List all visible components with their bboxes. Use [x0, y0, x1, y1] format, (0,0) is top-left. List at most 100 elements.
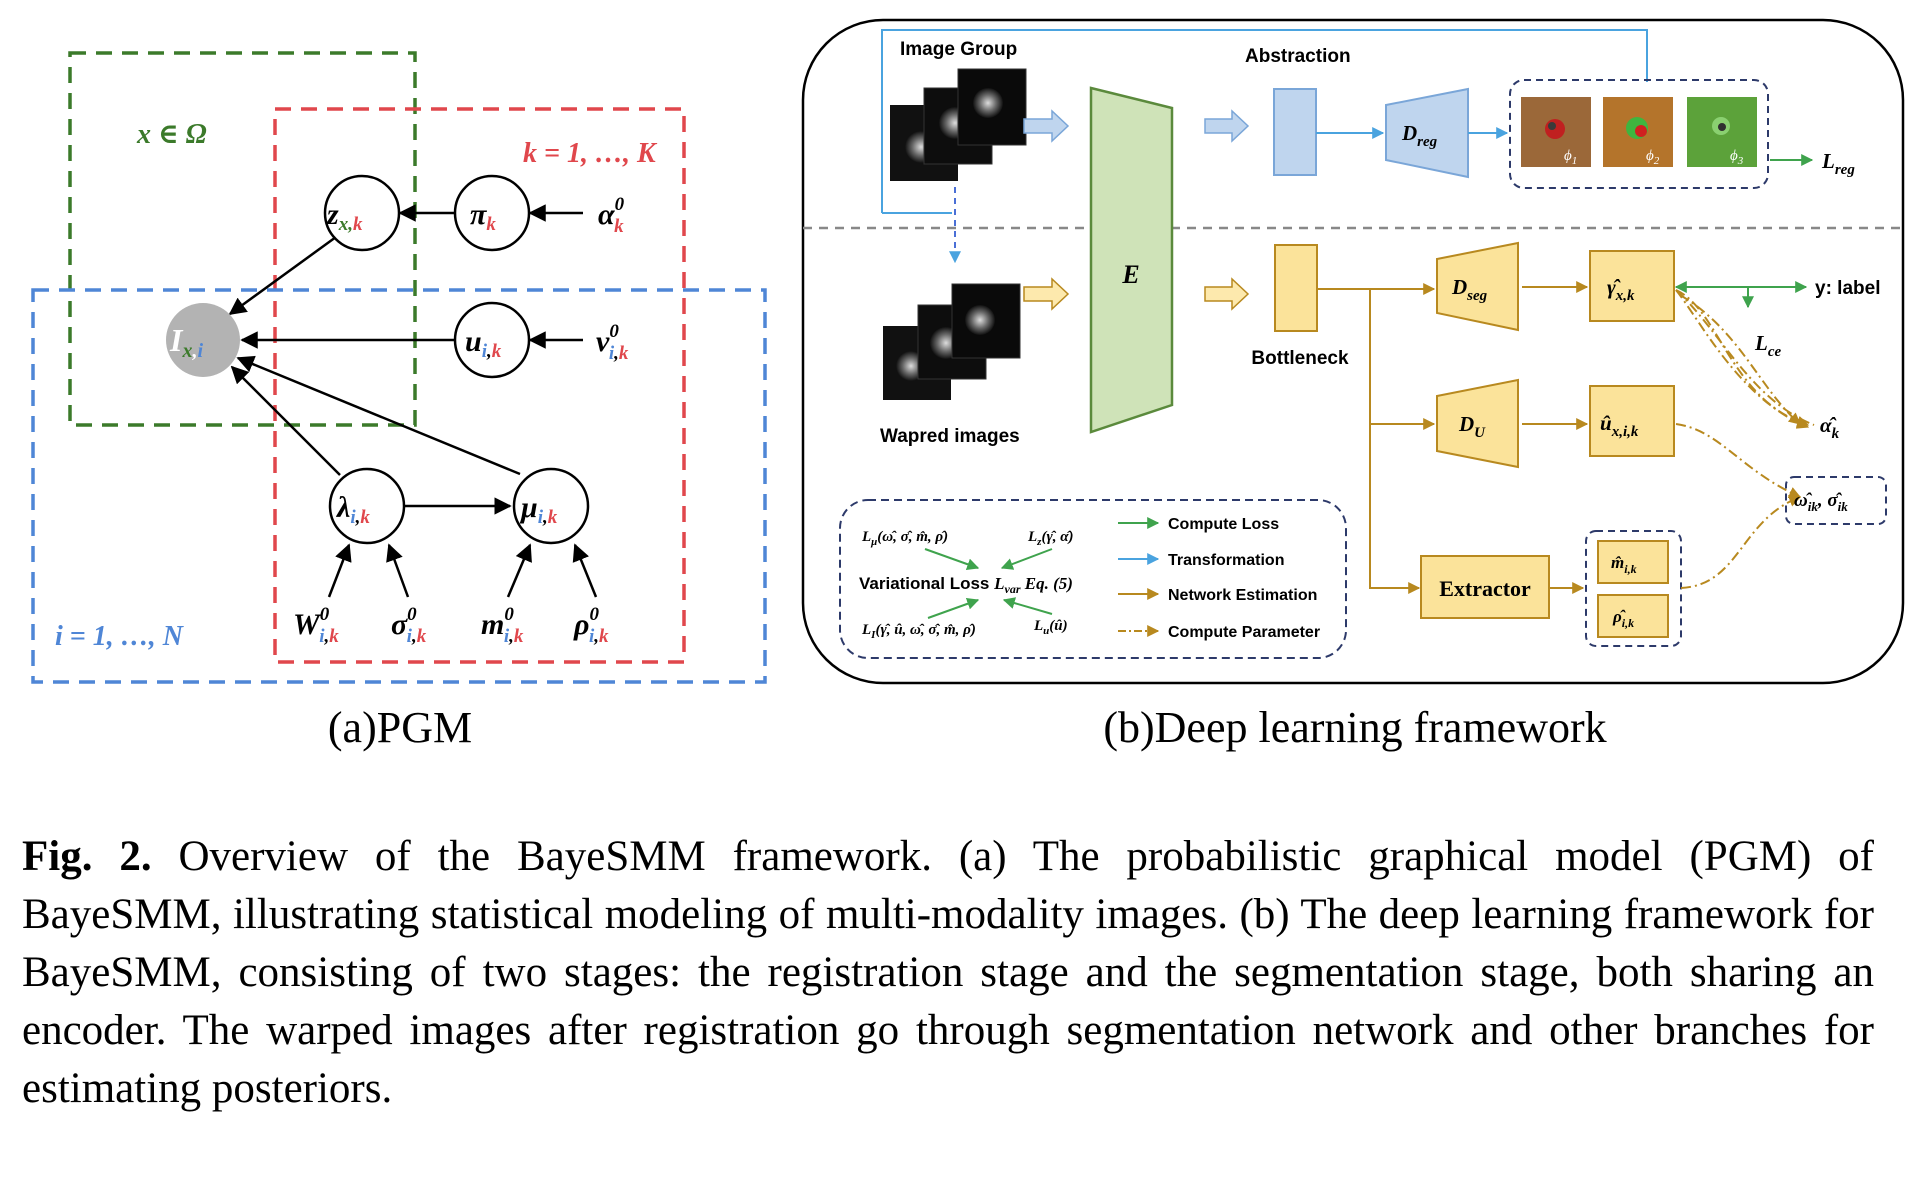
svg-text:ν0i,k: ν0i,k	[596, 321, 629, 364]
arrow-encoder-to-abstraction	[1204, 109, 1250, 143]
plate-blue	[31, 288, 767, 684]
decoder-u-label: DU	[1458, 412, 1486, 441]
legend-compute-loss: Compute Loss	[1118, 516, 1279, 533]
loss-ce-label: Lce	[1754, 331, 1781, 360]
arrow-encoder-to-bottleneck	[1204, 277, 1250, 311]
alpha-hat-label: α̂k	[1820, 413, 1840, 442]
svg-text:ρ0i,k: ρ0i,k	[573, 604, 609, 647]
omega-sigma-label: ω̂ik, σ̂ik	[1794, 490, 1848, 514]
transformation-path	[881, 29, 1648, 213]
svg-text:zx,k: zx,k	[326, 198, 363, 235]
m-hat-block	[1597, 540, 1669, 584]
loss-equations: Lμ(ω̂, σ̂, m̂, ρ̂) Lz(γ̂, α̂) Variationa…	[859, 529, 1073, 641]
svg-text:ui,k: ui,k	[465, 325, 502, 362]
pgm-edges	[228, 204, 598, 598]
edge-sigma-lambda	[386, 543, 410, 598]
edge-W-lambda	[327, 543, 352, 598]
image-group-stack	[890, 68, 1027, 181]
pgm-panel: x ∈ Ω k = 1, …, K i = 1, …, N zx,k πk	[31, 51, 767, 752]
plate-red	[273, 107, 686, 664]
rho-hat-block	[1597, 594, 1669, 638]
figure-caption: Fig. 2. Overview of the BayeSMM framewor…	[22, 828, 1874, 1118]
framework-border	[801, 18, 1905, 685]
svg-text:ϕ3: ϕ3	[1730, 148, 1744, 167]
svg-text:W0i,k: W0i,k	[293, 604, 339, 647]
node-z: zx,k	[323, 174, 401, 252]
network-estimation-paths	[1317, 281, 1589, 594]
encoder-label: E	[1121, 260, 1139, 289]
svg-text:ϕ2: ϕ2	[1646, 148, 1660, 167]
bottleneck-block	[1274, 244, 1318, 332]
node-mu: μi,k	[512, 467, 590, 545]
figure-2: x ∈ Ω k = 1, …, K i = 1, …, N zx,k πk	[31, 18, 1905, 752]
framework-panel: Image Group Wapred images E Abstraction	[801, 18, 1905, 752]
decoder-u	[1436, 378, 1519, 469]
node-u: ui,k	[453, 301, 531, 379]
loss-variational: Variational Loss Lvar Eq. (5)	[859, 574, 1073, 596]
phi-3: ϕ3	[1687, 97, 1757, 167]
edge-mu-I	[236, 355, 521, 476]
m-hat-label: m̂i,k	[1611, 553, 1637, 576]
loss-legend-box	[839, 499, 1347, 659]
svg-text:Compute Loss: Compute Loss	[1168, 516, 1279, 533]
extracted-params-box	[1585, 530, 1682, 647]
svg-text:πk: πk	[470, 198, 496, 235]
node-pi: πk	[453, 174, 531, 252]
node-I-observed: Ix,i	[166, 303, 240, 377]
warped-images-stack	[883, 283, 1021, 400]
edge-m-mu	[506, 543, 532, 598]
figure-label: Fig. 2.	[22, 833, 152, 880]
decoder-seg	[1436, 241, 1519, 332]
encoder-E	[1089, 86, 1174, 434]
pgm-subcaption: (a)PGM	[328, 703, 472, 752]
framework-subcaption: (b)Deep learning framework	[1103, 703, 1606, 752]
loss-reg-label: Lreg	[1821, 149, 1855, 178]
deformation-fields-box	[1509, 79, 1769, 189]
u-hat-block	[1589, 385, 1675, 457]
svg-text:m0i,k: m0i,k	[481, 604, 524, 647]
decoder-reg-label: Dreg	[1401, 121, 1438, 150]
extractor-label: Extractor	[1439, 576, 1531, 601]
svg-text:Network Estimation: Network Estimation	[1168, 587, 1317, 604]
caption-text: Overview of the BayeSMM framework. (a) T…	[22, 833, 1874, 1112]
omega-sigma-box	[1785, 476, 1887, 525]
edge-rho-mu	[572, 543, 598, 598]
loss-u: Lu(û)	[1033, 618, 1068, 637]
compute-parameter-paths	[1675, 289, 1815, 589]
plate-blue-label: i = 1, …, N	[55, 621, 185, 652]
plate-green-label: x ∈ Ω	[136, 119, 207, 150]
phi-1: ϕ1	[1521, 97, 1591, 167]
legend-transformation: Transformation	[1118, 552, 1284, 569]
plate-green	[68, 51, 417, 427]
gamma-hat-block	[1589, 250, 1675, 322]
legend-network-estimation: Network Estimation	[1118, 587, 1317, 604]
svg-text:σ0i,k: σ0i,k	[391, 604, 427, 647]
svg-text:Compute Parameter: Compute Parameter	[1168, 624, 1320, 641]
arrow-group-to-encoder	[1023, 109, 1070, 143]
loss-I: LI(γ̂, û, ω̂, σ̂, m̂, ρ̂)	[861, 622, 976, 641]
loss-z: Lz(γ̂, α̂)	[1027, 529, 1073, 548]
edge-z-I	[228, 235, 337, 316]
phi-2: ϕ2	[1603, 97, 1673, 167]
plate-red-label: k = 1, …, K	[523, 138, 658, 169]
legend-compute-parameter: Compute Parameter	[1118, 624, 1320, 641]
arrow-warped-to-encoder	[1023, 277, 1070, 311]
legend: Compute Loss Transformation Network Esti…	[1118, 516, 1320, 641]
edge-lambda-I	[230, 365, 341, 476]
svg-text:λi,k: λi,k	[335, 491, 370, 528]
loss-mu: Lμ(ω̂, σ̂, m̂, ρ̂)	[861, 529, 948, 548]
decoder-seg-label: Dseg	[1451, 275, 1488, 304]
decoder-reg	[1385, 87, 1469, 179]
abstraction-label: Abstraction	[1245, 46, 1351, 67]
loss-equation-arrows	[924, 548, 1053, 619]
svg-text:ϕ1: ϕ1	[1564, 148, 1577, 167]
node-lambda: λi,k	[328, 467, 406, 545]
svg-text:Transformation: Transformation	[1168, 552, 1284, 569]
label-y: y: label	[1815, 278, 1880, 299]
svg-text:μi,k: μi,k	[519, 491, 558, 528]
